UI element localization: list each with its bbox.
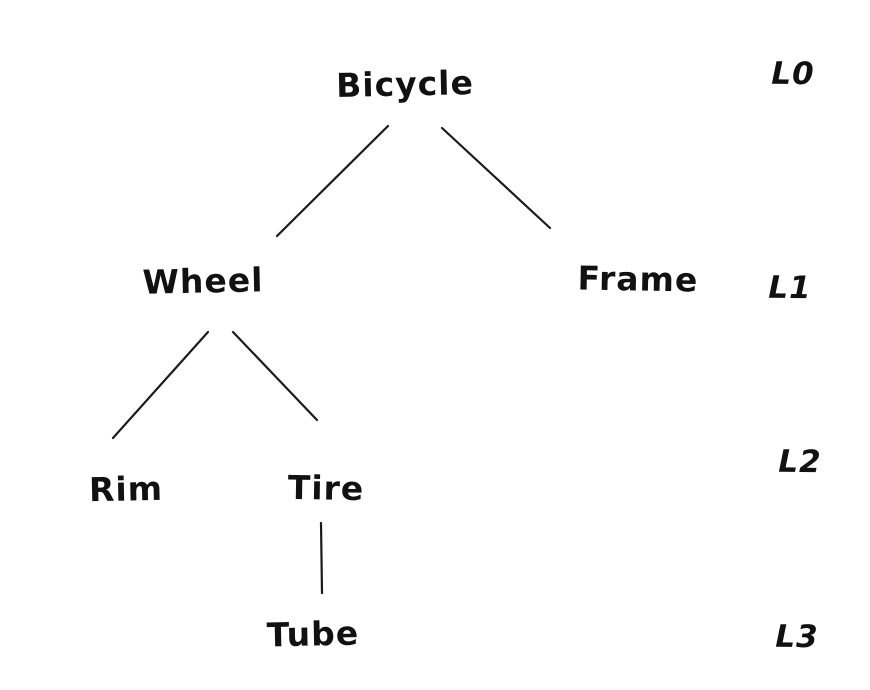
edge-tire-tube [319,521,324,595]
level-label-l3: L3 [775,618,819,656]
node-bicycle: Bicycle [335,63,475,105]
level-label-l1: L1 [768,269,812,307]
node-frame: Frame [577,258,699,300]
node-rim: Rim [88,468,164,510]
edge-bicycle-frame [440,126,552,230]
edge-wheel-tire [231,330,319,422]
node-tire: Tire [287,467,365,509]
edge-wheel-rim [111,330,210,440]
node-wheel: Wheel [142,260,264,302]
level-label-l2: L2 [778,443,822,481]
edge-bicycle-wheel [275,124,390,238]
node-tube: Tube [266,613,360,655]
level-label-l0: L0 [771,55,815,93]
